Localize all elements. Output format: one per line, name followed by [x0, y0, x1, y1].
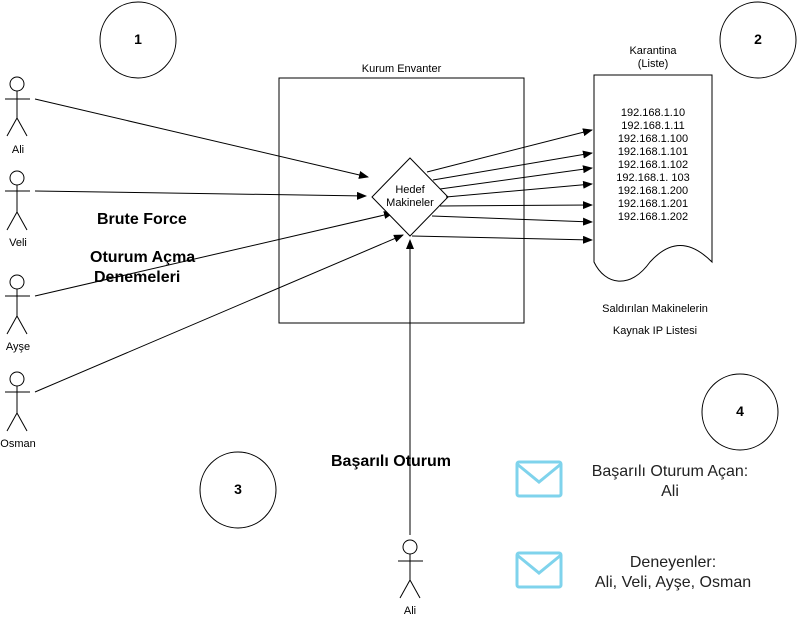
inventory-title: Kurum Envanter	[361, 63, 442, 75]
ip-list-item: 192.168.1.101	[617, 146, 689, 158]
actor-name-veli: Veli	[9, 237, 27, 249]
actor-figure-veli	[5, 170, 30, 231]
list-caption-line1: Saldırılan Makinelerin	[602, 303, 708, 315]
ip-list-item: 192.168.1.100	[617, 133, 689, 145]
step-circle-3	[199, 451, 277, 529]
ip-list-item: 192.168.1.11	[621, 120, 685, 132]
ip-list-item: 192.168.1.202	[617, 211, 689, 223]
actor-name-osman: Osman	[0, 438, 36, 450]
legend-attempters-line1: Deneyenler:	[629, 554, 717, 571]
legend-attempters: Deneyenler: Ali, Veli, Ayşe, Osman	[563, 553, 783, 593]
attack-line-ayse	[34, 211, 394, 297]
list-caption-line2: Kaynak IP Listesi	[612, 325, 698, 337]
step-number-1: 1	[134, 31, 142, 47]
step-circle-4	[701, 373, 779, 451]
list-line-3	[439, 165, 593, 190]
ip-list-item: 192.168.1. 103	[616, 172, 690, 184]
actor-figure-ayse	[5, 274, 30, 335]
step-number-3: 3	[234, 481, 242, 497]
ip-list-item: 192.168.1.200	[617, 185, 689, 197]
step-number-4: 4	[736, 403, 744, 419]
actor-figure-ali	[5, 76, 30, 137]
list-line-7	[411, 235, 593, 244]
target-label-line1: Hedef	[395, 184, 425, 196]
list-caption: Saldırılan Makinelerin Kaynak IP Listesi	[580, 298, 730, 342]
legend-success-line2: Ali	[661, 483, 679, 500]
step-number-2: 2	[754, 31, 762, 47]
quarantine-title-line2: (Liste)	[637, 58, 669, 70]
actor-name-ali: Ali	[11, 144, 25, 156]
quarantine-document	[593, 74, 713, 282]
step-circle-1	[99, 1, 177, 79]
target-label-line2: Makineler	[386, 197, 434, 209]
list-line-6	[431, 215, 593, 226]
list-line-2	[432, 150, 593, 181]
legend-attempters-line2: Ali, Veli, Ayşe, Osman	[594, 574, 752, 591]
list-line-5	[439, 201, 593, 210]
brute-force-label: Brute Force	[97, 211, 187, 228]
legend-success: Başarılı Oturum Açan: Ali	[570, 462, 770, 502]
actor-name-bottom-ali: Ali	[403, 605, 417, 617]
success-label: Başarılı Oturum	[331, 453, 452, 470]
ip-list-item: 192.168.1.102	[617, 159, 689, 171]
brute-force-sublabel-line2: Oturum Açma	[90, 249, 196, 266]
step-circle-2	[719, 1, 797, 79]
target-diamond	[371, 157, 449, 237]
ip-list-item: 192.168.1.201	[617, 198, 689, 210]
actor-figure-bottom-ali	[398, 539, 423, 599]
actor-name-ayse: Ayşe	[5, 341, 31, 353]
ip-list: 192.168.1.10 192.168.1.11 192.168.1.100 …	[593, 107, 713, 224]
list-line-4	[445, 180, 593, 198]
legend-success-line1: Başarılı Oturum Açan:	[591, 463, 749, 480]
envelope-icon	[515, 460, 563, 498]
target-label: Hedef Makineler	[374, 184, 446, 210]
attack-line-ali	[34, 98, 369, 179]
ip-list-item: 192.168.1.10	[620, 107, 686, 119]
quarantine-title: Karantina (Liste)	[594, 45, 712, 71]
list-line-1	[426, 128, 593, 173]
quarantine-title-line1: Karantina	[629, 45, 677, 57]
brute-force-sublabel-line3: Denemeleri	[94, 269, 181, 286]
attack-line-veli	[34, 190, 367, 200]
envelope-icon	[515, 551, 563, 589]
brute-force-sublabel: Oturum Açma Denemeleri	[90, 248, 195, 288]
attack-line-osman	[34, 234, 404, 393]
actor-figure-osman	[5, 371, 30, 432]
